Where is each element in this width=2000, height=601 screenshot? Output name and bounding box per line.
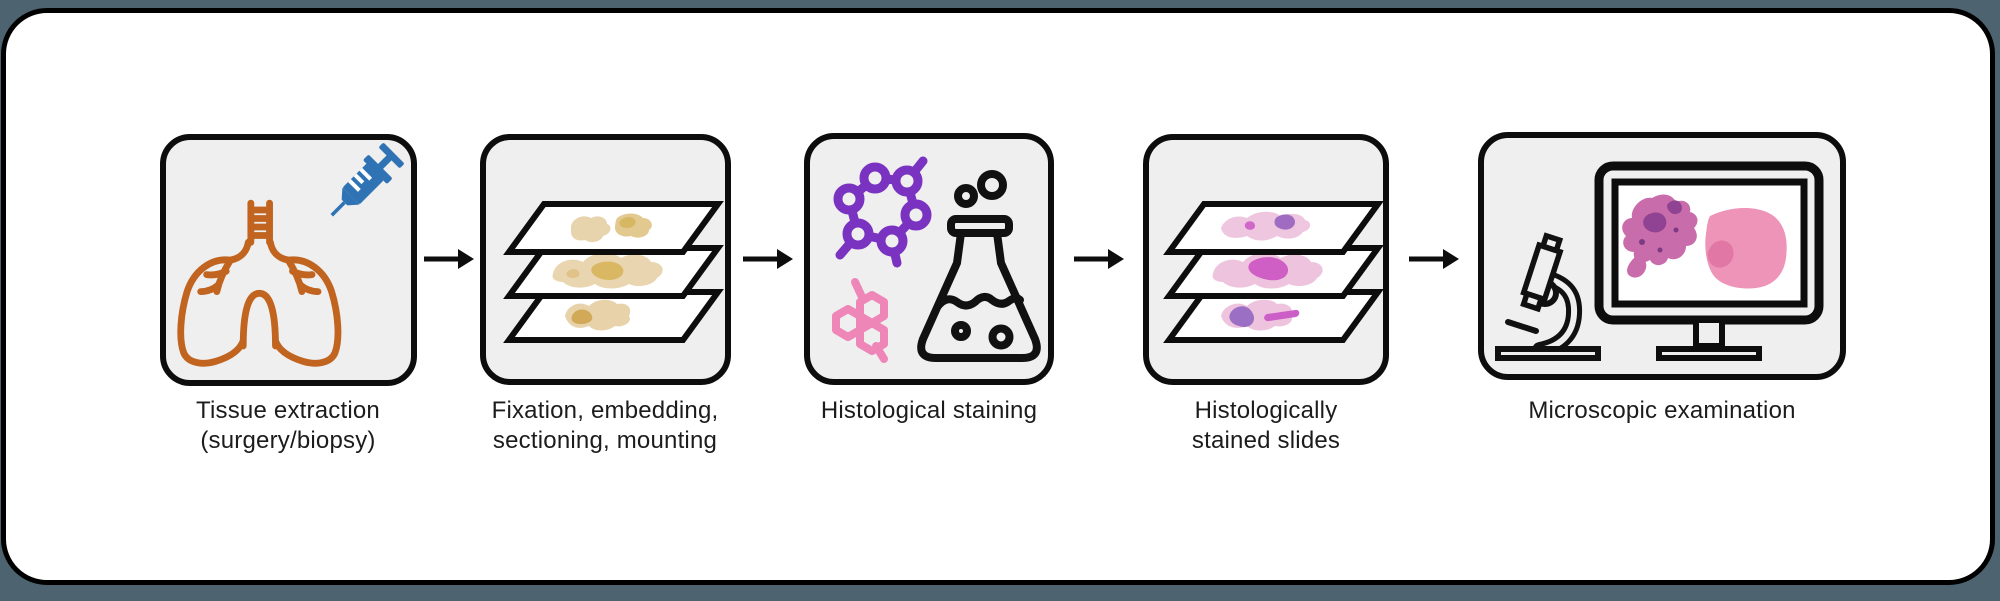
arrow-right-icon xyxy=(1074,249,1124,269)
glass-slide xyxy=(1163,245,1384,299)
glass-slide xyxy=(503,245,724,299)
stained-tissue-section xyxy=(1221,299,1300,331)
caption-line: Fixation, embedding, xyxy=(491,397,719,424)
lungs-icon xyxy=(177,199,342,367)
step-caption: Tissue extraction (surgery/biopsy) xyxy=(108,396,468,456)
caption-line: Microscopic examination xyxy=(1528,397,1796,424)
arrow-right-icon xyxy=(424,249,474,269)
arrow-right-icon xyxy=(1409,249,1459,269)
microscope-icon xyxy=(1495,232,1601,361)
glass-slide xyxy=(1163,201,1384,255)
step-panel-tissue-extraction xyxy=(160,134,417,386)
slide-stack-unstained-icon xyxy=(503,201,724,343)
monitor-icon xyxy=(1594,161,1824,361)
tissue-section xyxy=(571,213,652,243)
step-panel-fixation-embedding xyxy=(480,134,731,385)
step-panel-microscopic-examination xyxy=(1478,132,1846,380)
caption-line: Histologically xyxy=(1194,397,1338,424)
glass-slide xyxy=(503,289,724,343)
glass-slide xyxy=(503,201,724,255)
syringe-icon xyxy=(330,143,404,217)
caption-line: stained slides xyxy=(1191,427,1341,454)
stained-tissue-section xyxy=(1221,211,1311,241)
step-panel-stained-slides xyxy=(1143,134,1389,385)
caption-line: Histological staining xyxy=(820,397,1038,424)
microscope-monitor-icon xyxy=(1495,161,1824,361)
step-caption: Fixation, embedding, sectioning, mountin… xyxy=(425,396,785,456)
arrow-right-icon xyxy=(743,249,793,269)
lungs-syringe-icon xyxy=(177,143,404,367)
purple-molecule-icon xyxy=(833,156,932,268)
stained-tissue-section xyxy=(1212,253,1323,289)
caption-line: Tissue extraction xyxy=(196,397,380,424)
caption-line: sectioning, mounting xyxy=(492,427,718,454)
caption-line: (surgery/biopsy) xyxy=(200,427,376,454)
screen-tissue-image xyxy=(1622,194,1787,289)
pink-molecule-icon xyxy=(832,278,888,363)
tissue-section xyxy=(565,299,631,331)
glass-slide xyxy=(1163,289,1384,343)
step-panel-histological-staining xyxy=(804,133,1054,385)
tissue-section xyxy=(552,253,663,289)
flask-icon xyxy=(917,170,1041,362)
stain-molecules-flask-icon xyxy=(832,156,1041,363)
step-caption: Histological staining xyxy=(749,396,1109,426)
slide-stack-stained-icon xyxy=(1163,201,1384,343)
step-caption: Microscopic examination xyxy=(1482,396,1842,426)
step-caption: Histologically stained slides xyxy=(1086,396,1446,456)
